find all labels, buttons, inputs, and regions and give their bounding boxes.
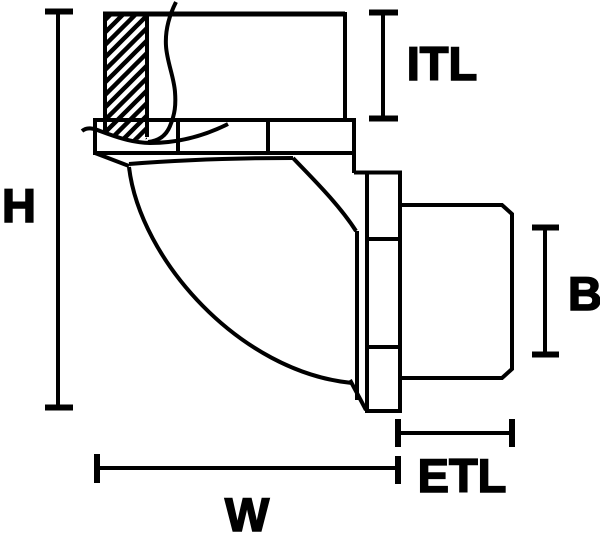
dim-label-h: H xyxy=(2,179,36,232)
dim-label-itl: ITL xyxy=(407,37,477,90)
dim-label-etl: ETL xyxy=(418,449,507,502)
dim-label-b: B xyxy=(568,267,600,320)
body-top-face xyxy=(128,156,294,166)
dimension-h: H xyxy=(1,8,73,411)
body-right-step xyxy=(352,153,400,175)
body-bottom-bevel xyxy=(348,379,368,411)
outlet-flange xyxy=(365,170,402,413)
fitting-outline xyxy=(80,1,514,413)
dimension-itl: ITL xyxy=(369,9,478,122)
elbow-outer-arc xyxy=(127,166,353,385)
outlet-pipe xyxy=(400,203,514,380)
conduit-end-curve xyxy=(80,122,229,146)
body-left-bevel xyxy=(94,151,130,168)
conduit-break-line xyxy=(147,1,178,144)
dimension-b: B xyxy=(532,224,600,358)
dimension-etl: ETL xyxy=(395,419,515,503)
elbow-inner-arc xyxy=(291,156,358,233)
dim-label-w: W xyxy=(225,488,270,541)
hatched-wall-section xyxy=(105,14,147,140)
dimension-w: W xyxy=(94,454,401,542)
